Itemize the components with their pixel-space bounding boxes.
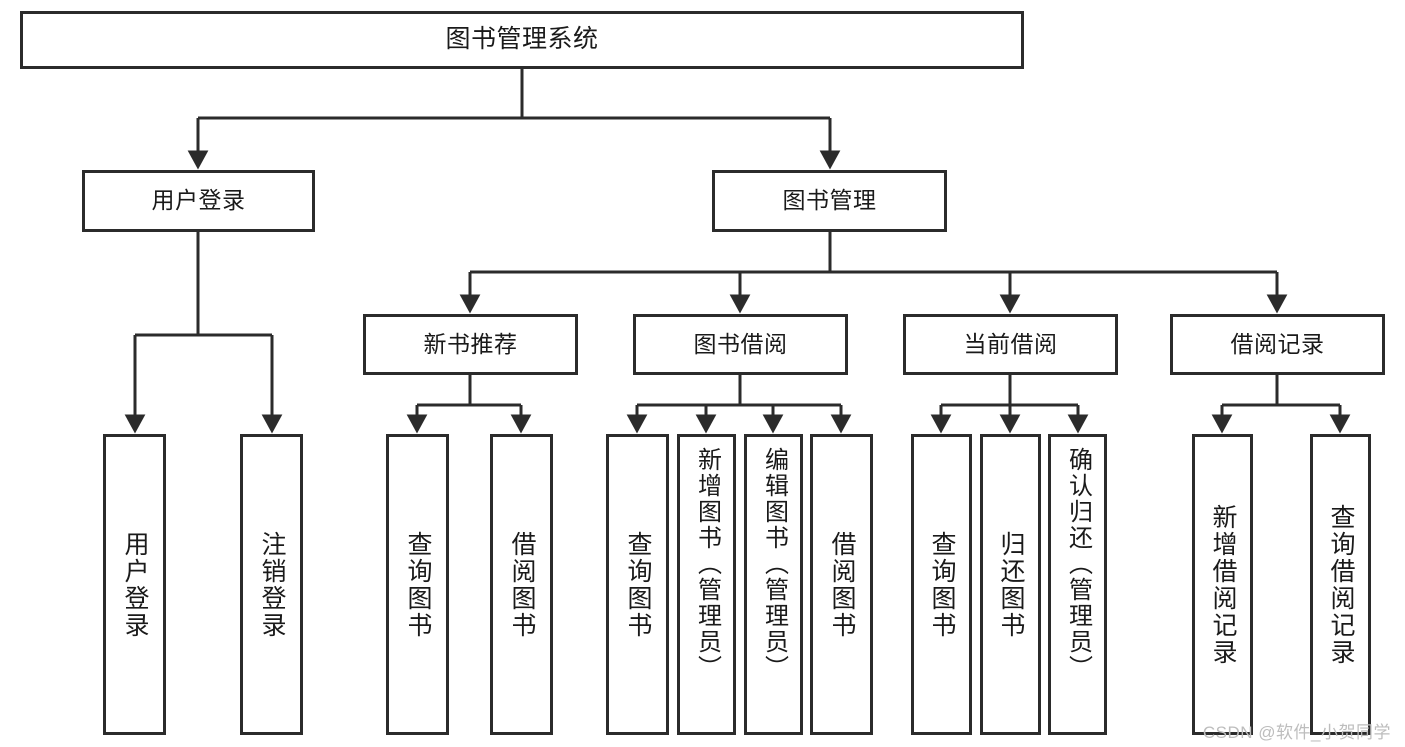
leaf-edit-book-admin-label: 编辑图书（管理员）	[760, 447, 788, 681]
leaf-borrow-book-a[interactable]: 借阅图书	[490, 434, 553, 735]
node-current-borrow-label: 当前借阅	[963, 330, 1058, 357]
leaf-query-borrow-record[interactable]: 查询借阅记录	[1310, 434, 1371, 735]
leaf-edit-book-admin[interactable]: 编辑图书（管理员）	[744, 434, 803, 735]
leaf-query-book-b-label: 查询图书	[624, 530, 652, 639]
node-root[interactable]: 图书管理系统	[20, 11, 1024, 69]
leaf-add-book-admin[interactable]: 新增图书（管理员）	[677, 434, 736, 735]
leaf-borrow-book-b[interactable]: 借阅图书	[810, 434, 873, 735]
watermark: CSDN @软件_小贺同学	[1202, 723, 1391, 742]
leaf-query-borrow-record-label: 查询借阅记录	[1327, 503, 1355, 666]
leaf-confirm-return-admin-label: 确认归还（管理员）	[1064, 447, 1092, 681]
leaf-query-book-b[interactable]: 查询图书	[606, 434, 669, 735]
leaf-borrow-book-b-label: 借阅图书	[828, 530, 856, 639]
node-book-borrow[interactable]: 图书借阅	[633, 314, 848, 375]
node-book-manage-label: 图书管理	[782, 187, 877, 214]
leaf-logout-label: 注销登录	[258, 530, 286, 639]
node-book-manage[interactable]: 图书管理	[712, 170, 947, 232]
node-new-book-recommend[interactable]: 新书推荐	[363, 314, 578, 375]
leaf-logout[interactable]: 注销登录	[240, 434, 303, 735]
leaf-add-book-admin-label: 新增图书（管理员）	[693, 447, 721, 681]
leaf-query-book-a-label: 查询图书	[404, 530, 432, 639]
leaf-borrow-book-a-label: 借阅图书	[508, 530, 536, 639]
node-user-login-label: 用户登录	[151, 187, 246, 214]
node-book-borrow-label: 图书借阅	[693, 330, 788, 357]
leaf-query-book-a[interactable]: 查询图书	[386, 434, 449, 735]
leaf-user-login[interactable]: 用户登录	[103, 434, 166, 735]
leaf-query-book-c[interactable]: 查询图书	[911, 434, 972, 735]
leaf-add-borrow-record-label: 新增借阅记录	[1209, 503, 1237, 666]
leaf-add-borrow-record[interactable]: 新增借阅记录	[1192, 434, 1253, 735]
leaf-user-login-label: 用户登录	[121, 530, 149, 639]
leaf-query-book-c-label: 查询图书	[928, 530, 956, 639]
leaf-return-book-label: 归还图书	[997, 530, 1025, 639]
node-new-book-recommend-label: 新书推荐	[423, 330, 518, 357]
node-borrow-record[interactable]: 借阅记录	[1170, 314, 1385, 375]
node-user-login[interactable]: 用户登录	[82, 170, 315, 232]
leaf-return-book[interactable]: 归还图书	[980, 434, 1041, 735]
node-current-borrow[interactable]: 当前借阅	[903, 314, 1118, 375]
node-borrow-record-label: 借阅记录	[1230, 330, 1325, 357]
leaf-confirm-return-admin[interactable]: 确认归还（管理员）	[1048, 434, 1107, 735]
node-root-label: 图书管理系统	[445, 25, 599, 54]
